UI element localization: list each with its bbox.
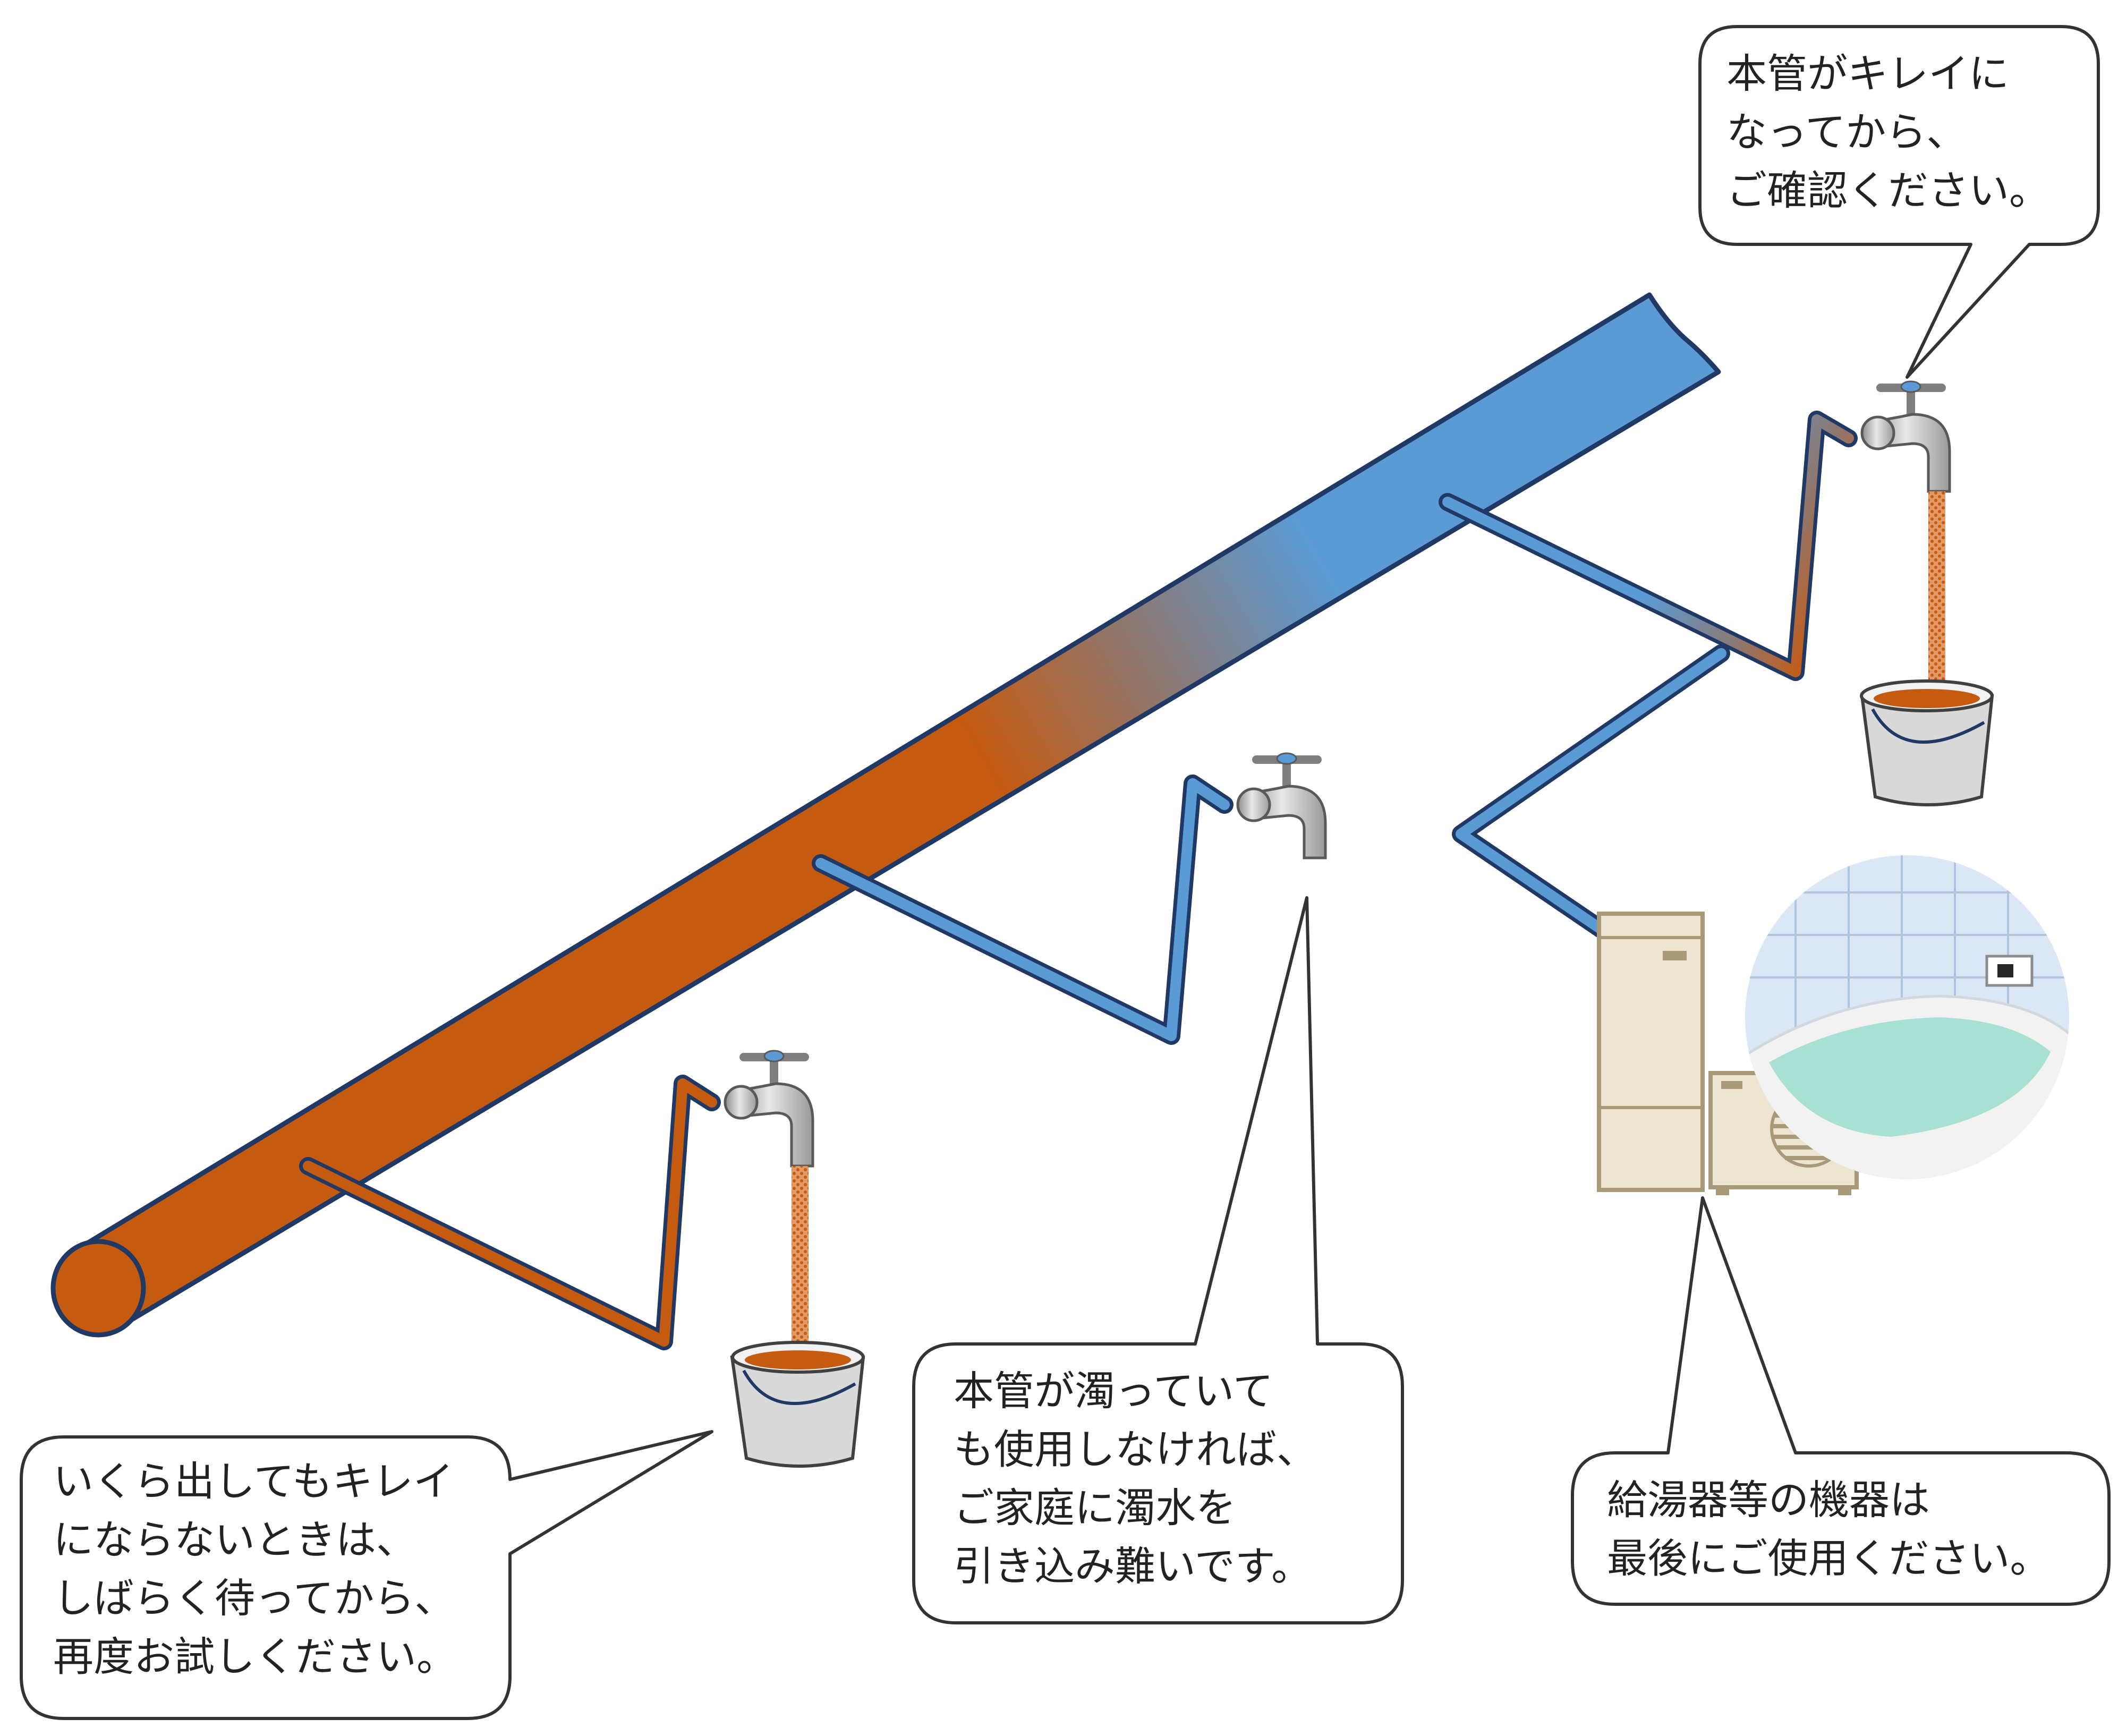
main-pipe-end [50, 1239, 146, 1338]
faucet-middle [1236, 752, 1327, 860]
branch-pipe-heater [1452, 644, 1730, 939]
dirty-water-stream-right [1928, 491, 1945, 701]
callout-bottom-right-line-2: 最後にご使用ください。 [1607, 1535, 2050, 1582]
water-main-pipe [50, 292, 1721, 1338]
callout-bottom-right: 給湯器等の機器は 最後にご使用ください。 [1571, 1196, 2111, 1606]
callout-top-right-line-3: ご確認ください。 [1726, 167, 2049, 214]
water-heater [1597, 912, 1705, 1192]
bucket-left [730, 1341, 865, 1468]
callout-bottom-left-line-4: 再度お試しください。 [53, 1633, 457, 1680]
callout-bottom-left-line-3: しばらく待ってから、 [53, 1575, 455, 1622]
callout-top-right-line-1: 本管がキレイに [1726, 50, 2009, 97]
callout-middle-line-2: も使用しなければ、 [954, 1426, 1317, 1473]
callout-middle-line-4: 引き込み難いです。 [954, 1543, 1312, 1590]
branch-pipe-right [1439, 411, 1858, 681]
callout-bottom-left-line-2: にならないときは、 [53, 1516, 416, 1563]
callout-bottom-right-line-1: 給湯器等の機器は [1607, 1476, 1930, 1524]
faucet-left [724, 1050, 814, 1168]
callout-top-right-line-2: なってから、 [1726, 108, 1967, 156]
callout-bottom-left: いくら出してもキレイ にならないときは、 しばらく待ってから、 再度お試しくださ… [20, 1430, 713, 1720]
dirty-water-stream-left [792, 1166, 809, 1363]
branch-pipe-left [299, 1075, 721, 1350]
callout-middle-line-3: ご家庭に濁水を [954, 1484, 1236, 1531]
callout-bottom-left-line-1: いくら出してもキレイ [53, 1458, 454, 1505]
callout-middle-line-1: 本管が濁っていて [954, 1367, 1273, 1415]
callout-middle: 本管が濁っていて も使用しなければ、 ご家庭に濁水を 引き込み難いです。 [912, 896, 1404, 1624]
branch-pipe-middle [812, 775, 1234, 1045]
bucket-right [1860, 679, 1994, 806]
bathroom-illustration [1745, 855, 2069, 1179]
faucet-right [1860, 380, 1951, 493]
callout-top-right: 本管がキレイに なってから、 ご確認ください。 [1698, 25, 2100, 379]
